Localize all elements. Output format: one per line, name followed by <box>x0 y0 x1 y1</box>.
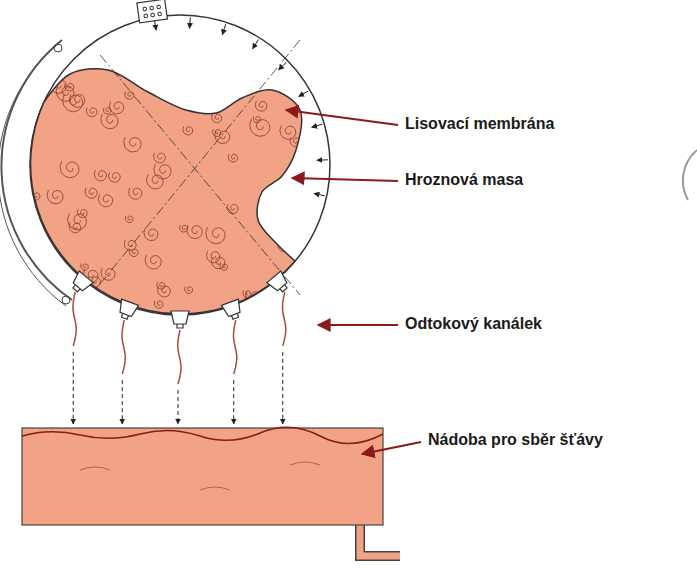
neighbour-drum <box>683 150 697 200</box>
drain-channel <box>68 271 93 296</box>
juice-stream <box>282 292 285 346</box>
pressure-arrow <box>299 91 309 97</box>
flow-arrow <box>178 390 179 424</box>
axis-line <box>95 40 300 290</box>
pressure-arrow <box>253 39 259 48</box>
juice-surface <box>22 427 383 443</box>
drain-channel <box>116 299 139 321</box>
part-label: Hroznová masa <box>405 170 523 189</box>
hinge <box>54 44 62 52</box>
drain-channel <box>267 271 292 296</box>
pressure-arrow <box>279 62 287 70</box>
juice-stream <box>178 330 181 384</box>
press-drum <box>30 15 330 315</box>
pressure-arrow <box>317 159 328 160</box>
pressure-arrow <box>189 17 191 28</box>
grape-mass <box>31 69 302 314</box>
flow-arrow <box>282 352 283 424</box>
filling-valve <box>137 0 168 23</box>
hinge <box>62 296 70 304</box>
drain-channel <box>221 299 244 321</box>
pressure-arrow <box>222 24 225 34</box>
pressure-arrow <box>314 193 325 195</box>
flow-arrow <box>233 380 234 424</box>
part-label: Lisovací membrána <box>405 114 554 133</box>
juice-stream <box>233 320 236 374</box>
juice-tray <box>22 428 383 525</box>
leader-line <box>318 324 398 326</box>
pressure-arrow <box>312 124 323 127</box>
part-label: Nádoba pro sběr šťávy <box>428 430 603 449</box>
drain-channel <box>171 311 189 328</box>
juice-stream <box>73 292 76 346</box>
juice-ripple <box>80 462 320 490</box>
leader-line <box>362 442 421 454</box>
axis-line <box>100 55 300 295</box>
leader-line <box>292 178 398 181</box>
juice-stream <box>122 320 125 374</box>
leader-line <box>286 110 398 125</box>
flow-arrow <box>73 352 74 424</box>
part-label: Odtokový kanálek <box>405 314 542 333</box>
flow-arrow <box>122 380 123 424</box>
